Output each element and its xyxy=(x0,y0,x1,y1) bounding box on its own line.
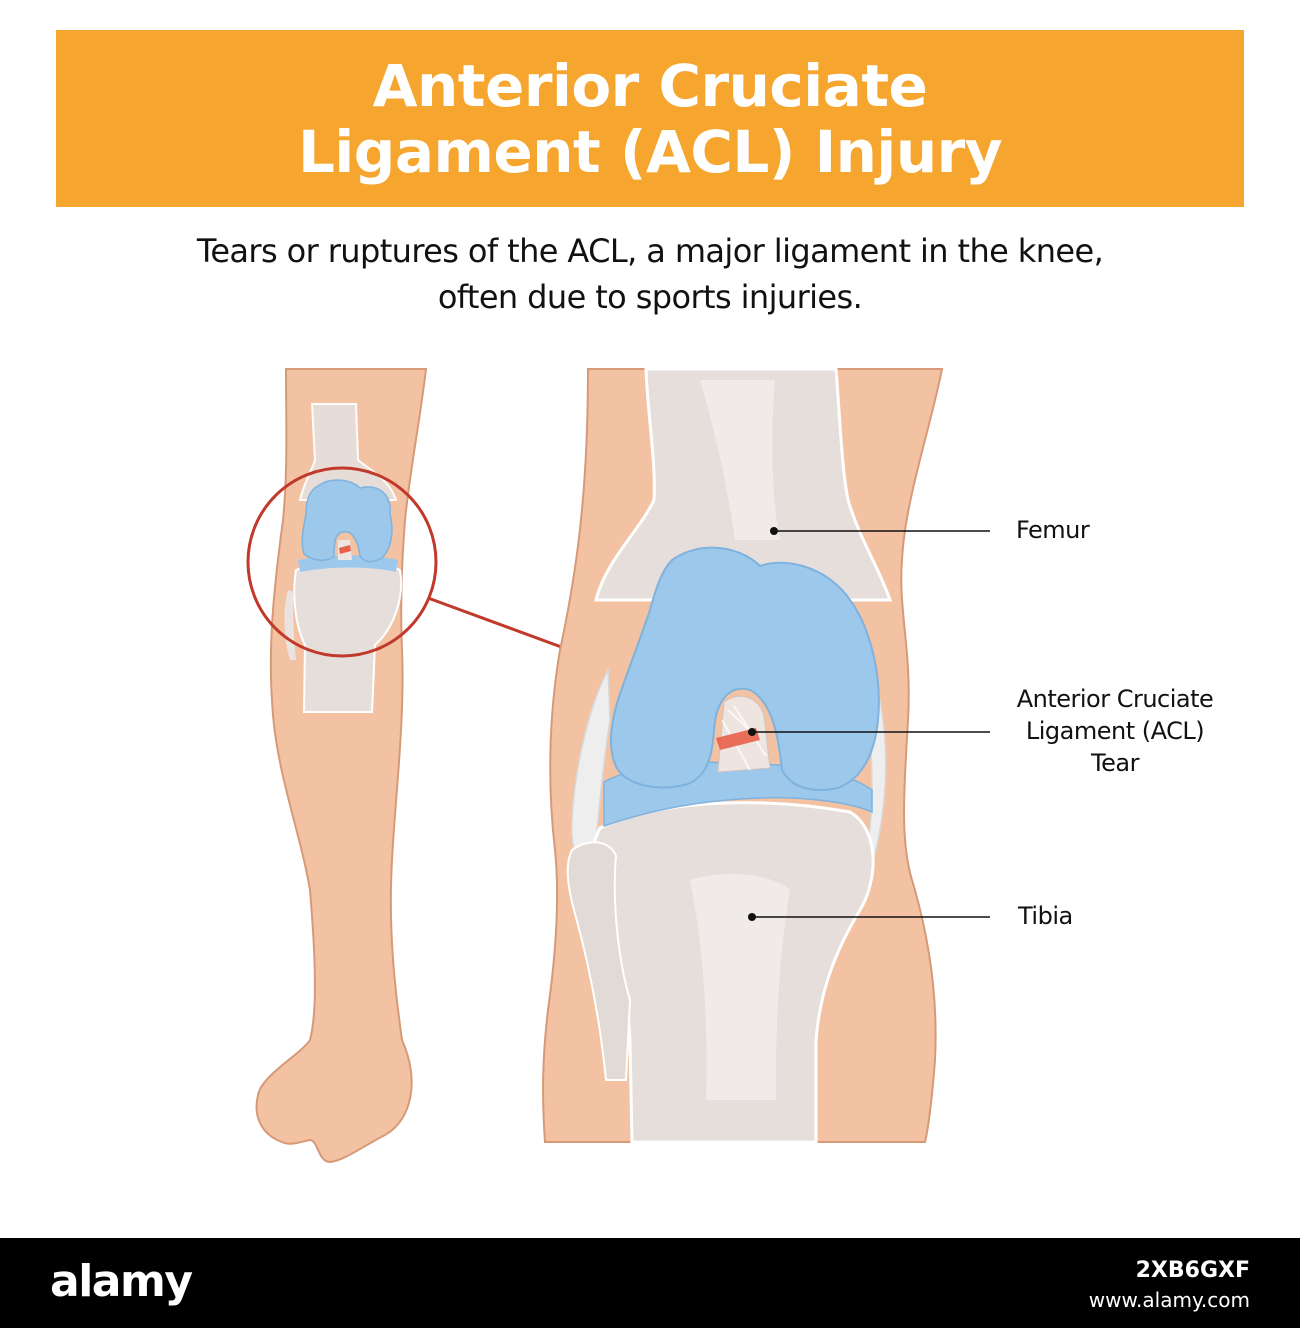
fibula-bone xyxy=(566,841,632,1081)
leader-lines xyxy=(748,527,990,921)
acl-dot xyxy=(748,728,756,736)
title-line-1: Anterior Cruciate xyxy=(372,51,928,120)
small-femur xyxy=(298,403,398,501)
femur-label: Femur xyxy=(1016,516,1090,544)
image-id: 2XB6GXF xyxy=(1135,1258,1250,1283)
description-line-1: Tears or ruptures of the ACL, a major li… xyxy=(196,232,1104,270)
small-cartilage xyxy=(301,479,393,563)
acl-label-line-1: Anterior Cruciate xyxy=(1016,685,1214,713)
alamy-logo: alamy xyxy=(50,1256,193,1307)
acl-label-line-3: Tear xyxy=(1091,749,1139,777)
highlight-circle xyxy=(246,466,438,658)
full-leg-illustration xyxy=(246,368,663,1164)
description-line-2: often due to sports injuries. xyxy=(437,278,863,316)
title-line-2: Ligament (ACL) Injury xyxy=(297,117,1003,186)
acl-label: Anterior Cruciate Ligament (ACL) Tear xyxy=(990,683,1240,779)
zoomed-knee-illustration xyxy=(542,367,944,1144)
title-banner: Anterior Cruciate Ligament (ACL) Injury xyxy=(56,30,1244,207)
tibia-dot xyxy=(748,913,756,921)
acl-anatomy-diagram xyxy=(246,367,990,1164)
femoral-cartilage xyxy=(610,546,880,791)
acl-label-line-2: Ligament (ACL) xyxy=(1025,717,1205,745)
femur-dot xyxy=(770,527,778,535)
tibia-label: Tibia xyxy=(1018,902,1073,930)
description: Tears or ruptures of the ACL, a major li… xyxy=(40,228,1260,320)
site-url: www.alamy.com xyxy=(1088,1288,1250,1312)
footer-bar: alamy 2XB6GXF www.alamy.com xyxy=(0,1238,1300,1328)
